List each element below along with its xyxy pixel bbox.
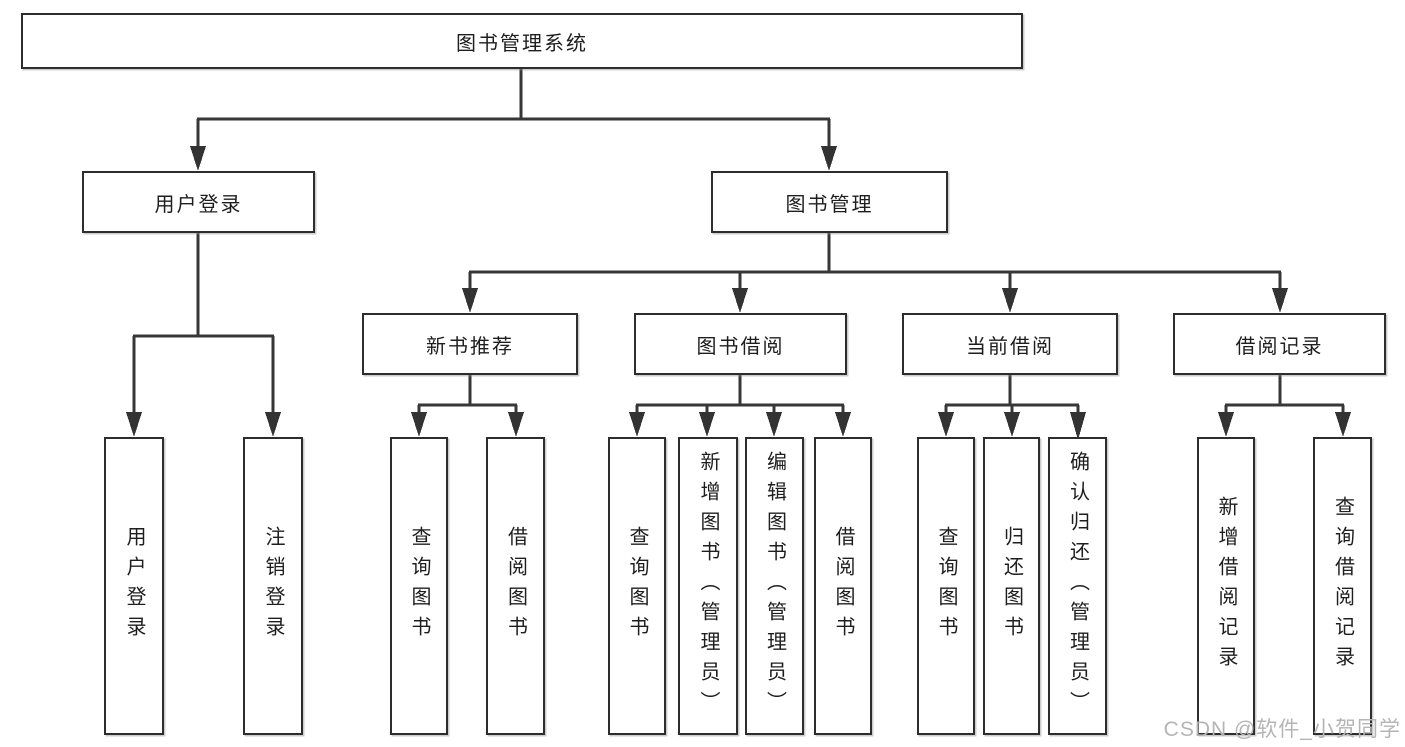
node-label: 新书推荐	[426, 335, 514, 358]
leaf-recommend-query-books: 查询图书	[390, 437, 448, 735]
leaf-logout: 注销登录	[243, 437, 303, 735]
leaf-user-login: 用户登录	[104, 437, 164, 735]
leaf-return-books: 归还图书	[983, 437, 1040, 735]
node-label: 新增借阅记录	[1215, 496, 1237, 676]
leaf-add-books-admin: 新增图书（管理员）	[678, 437, 738, 735]
node-label: 注销登录	[262, 526, 284, 646]
node-label: 用户登录	[154, 193, 243, 216]
leaf-current-query-books: 查询图书	[917, 437, 975, 735]
node-label: 图书借阅	[696, 335, 785, 358]
node-label: 编辑图书（管理员）	[763, 451, 786, 721]
leaf-query-borrow-record: 查询借阅记录	[1313, 437, 1372, 735]
node-label: 当前借阅	[966, 335, 1054, 358]
node-new-book-recommend: 新书推荐	[362, 313, 578, 375]
node-label: 新增图书（管理员）	[697, 451, 719, 721]
node-label: 借阅记录	[1235, 335, 1324, 358]
node-label: 查询图书	[408, 526, 430, 646]
leaf-borrow-query-books: 查询图书	[608, 437, 666, 735]
node-label: 借阅图书	[504, 526, 527, 646]
leaf-add-borrow-record: 新增借阅记录	[1197, 437, 1255, 735]
node-borrow-records: 借阅记录	[1173, 313, 1386, 375]
node-root-system: 图书管理系统	[21, 13, 1023, 69]
node-label: 用户登录	[123, 526, 145, 646]
node-current-borrow: 当前借阅	[902, 313, 1118, 375]
node-label: 查询图书	[626, 526, 648, 646]
leaf-recommend-borrow-books: 借阅图书	[486, 437, 545, 735]
node-label: 图书管理系统	[456, 32, 588, 55]
node-label: 归还图书	[1000, 526, 1023, 646]
csdn-watermark: CSDN @软件_小贺同学	[1163, 718, 1401, 741]
leaf-borrow-books: 借阅图书	[814, 437, 872, 735]
node-label: 查询图书	[935, 526, 957, 646]
leaf-edit-books-admin: 编辑图书（管理员）	[745, 437, 804, 735]
node-user-login-module: 用户登录	[82, 171, 315, 233]
leaf-confirm-return-admin: 确认归还（管理员）	[1048, 437, 1107, 735]
node-label: 借阅图书	[832, 526, 854, 646]
node-label: 图书管理	[785, 193, 874, 216]
node-label: 确认归还（管理员）	[1066, 451, 1089, 721]
node-book-borrow: 图书借阅	[634, 313, 847, 375]
node-book-management-module: 图书管理	[711, 171, 948, 233]
node-label: 查询借阅记录	[1331, 496, 1354, 676]
